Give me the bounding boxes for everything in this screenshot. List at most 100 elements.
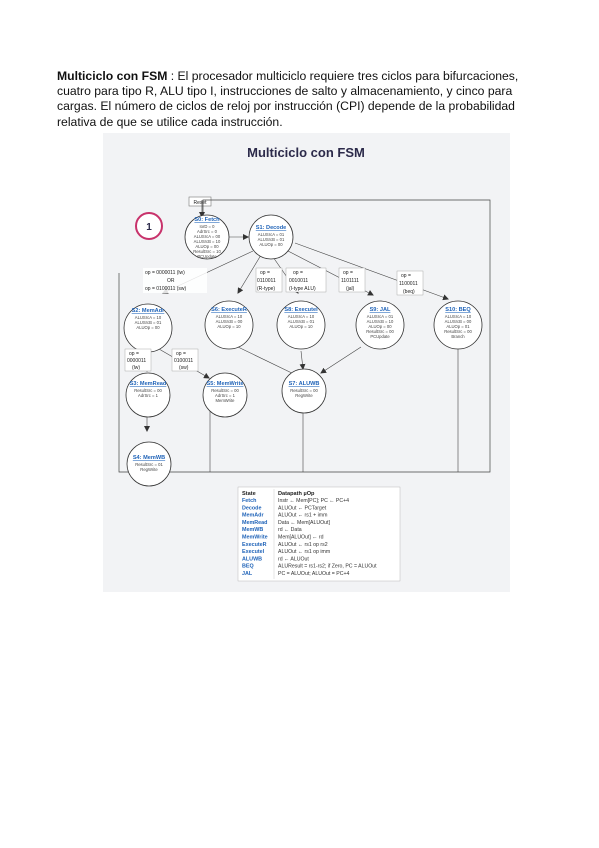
table-row-state: MemWB [242,527,263,533]
state-s10-name: S10: BEQ [445,307,471,313]
paragraph-bold-lead: Multiciclo con FSM [57,69,168,83]
svg-text:0110011: 0110011 [257,278,276,284]
table-header-state: State [242,491,256,497]
svg-text:ALUSrcB = 01: ALUSrcB = 01 [288,319,315,324]
state-s10: S10: BEQ ALUSrcA = 10 ALUSrcB = 00 ALUOp… [433,300,483,350]
svg-text:ALUOp = 00: ALUOp = 00 [259,242,283,247]
table-row-op: Data ← Mem[ALUOut] [278,520,330,526]
svg-text:OR: OR [167,278,175,284]
svg-text:op = 0100011 (sw): op = 0100011 (sw) [145,286,187,292]
svg-text:0010011: 0010011 [289,278,308,284]
table-row-state: ExecuteI [242,549,265,555]
state-s0: S0: Fetch IorD = 0 AdrSrc = 0 ALUSrcA = … [184,214,230,260]
intro-paragraph: Multiciclo con FSM : El procesador multi… [57,69,527,130]
svg-text:ALUSrcB = 00: ALUSrcB = 00 [445,319,472,324]
svg-text:ALUSrcA = 01: ALUSrcA = 01 [367,314,394,319]
svg-text:(I-type ALU): (I-type ALU) [289,286,316,292]
svg-text:ALUOp = 00: ALUOp = 00 [136,325,160,330]
svg-text:AdrSrc = 0: AdrSrc = 0 [197,229,218,234]
state-s8: S8: ExecuteI ALUSrcA = 10 ALUSrcB = 01 A… [276,300,326,350]
state-s5-name: S5: MemWrite [207,381,244,387]
svg-text:ALUSrcB = 00: ALUSrcB = 00 [216,319,243,324]
table-row-state: JAL [242,571,253,577]
state-s2: S2: MemAdr ALUSrcA = 10 ALUSrcB = 01 ALU… [123,303,173,353]
svg-text:PCUpdate: PCUpdate [370,334,390,339]
table-row-state: MemWrite [242,535,268,541]
microop-table: State Datapath µOp [237,486,401,582]
condition-labels: op = 0000011 (lw) OR op = 0100011 (sw) o… [124,267,424,372]
svg-text:ResultSrc = 00: ResultSrc = 00 [290,388,318,393]
fsm-diagram: Multiciclo con FSM 1 Reset S0: Fetch Ior… [118,145,491,582]
svg-text:PCUpdate: PCUpdate [197,254,217,259]
svg-text:ALUSrcA = 10: ALUSrcA = 10 [445,314,472,319]
svg-text:1100011: 1100011 [399,281,418,287]
table-row-state: ALUWB [242,556,262,562]
svg-text:0100011: 0100011 [174,358,193,364]
svg-text:ResultSrc = 00: ResultSrc = 00 [134,388,162,393]
svg-text:(beq): (beq) [403,289,415,295]
svg-text:ALUSrcA = 10: ALUSrcA = 10 [216,314,243,319]
reset-box [188,196,212,207]
svg-text:op =: op = [343,270,353,276]
table-header-op: Datapath µOp [278,491,315,497]
state-s1-name: S1: Decode [256,225,286,231]
svg-text:ResultSrc = 00: ResultSrc = 00 [366,329,394,334]
table-row-op: ALUOut ← PCTarget [278,505,327,511]
svg-text:ALUOp = 00: ALUOp = 00 [195,244,219,249]
state-s3: S3: MemRead ResultSrc = 00 AdrSrc = 1 [125,372,171,418]
svg-text:(R-type): (R-type) [257,286,275,292]
table-row-state: Decode [242,505,261,511]
state-s6-name: S6: ExecuteR [211,307,247,313]
svg-text:op =: op = [129,351,139,357]
state-s8-name: S8: ExecuteI [284,307,318,313]
paragraph-body: : El procesador multiciclo requiere tres… [57,69,519,129]
svg-text:ALUSrcB = 10: ALUSrcB = 10 [367,319,394,324]
state-s9-name: S9: JAL [370,307,391,313]
svg-text:1101111: 1101111 [341,278,359,284]
table-row-op: PC = ALUOut; ALUOut = PC+4 [278,571,349,577]
table-row-op: rd ← ALUOut [278,556,309,562]
table-row-op: ALUOut ← rs1 op imm [278,549,330,555]
state-s7: S7: ALUWB ResultSrc = 00 RegWrite [281,368,327,414]
table-row-op: ALUResult = rs1-rs2; if Zero, PC = ALUOu… [278,564,377,570]
figure-title: Multiciclo con FSM [247,145,365,160]
svg-text:AdrSrc = 1: AdrSrc = 1 [215,393,236,398]
svg-text:0000011: 0000011 [127,358,146,364]
svg-text:ALUOp = 10: ALUOp = 10 [217,324,241,329]
state-s0-name: S0: Fetch [194,217,220,223]
state-s4: S4: MemWB ResultSrc = 01 RegWrite [126,441,172,487]
step-badge-number: 1 [146,222,152,233]
svg-text:AdrSrc = 1: AdrSrc = 1 [138,393,159,398]
table-row-state: Fetch [242,498,256,504]
state-s9: S9: JAL ALUSrcA = 01 ALUSrcB = 10 ALUOp … [355,300,405,350]
svg-text:ALUOp = 01: ALUOp = 01 [446,324,470,329]
state-s6: S6: ExecuteR ALUSrcA = 10 ALUSrcB = 00 A… [204,300,254,350]
state-s7-name: S7: ALUWB [289,381,320,387]
state-s3-name: S3: MemRead [130,381,167,387]
reset-label: Reset [193,200,207,206]
svg-text:op =: op = [176,351,186,357]
svg-text:op =: op = [401,273,411,279]
svg-text:op = 0000011 (lw): op = 0000011 (lw) [145,270,185,276]
svg-text:op =: op = [293,270,303,276]
svg-text:ResultSrc = 01: ResultSrc = 01 [135,462,163,467]
svg-text:Branch: Branch [451,334,465,339]
table-row-state: ExecuteR [242,542,267,548]
state-s5: S5: MemWrite ResultSrc = 00 AdrSrc = 1 M… [202,372,248,418]
state-s2-name: S2: MemAdr [132,308,165,314]
svg-text:ALUSrcA = 01: ALUSrcA = 01 [258,232,285,237]
svg-text:(lw): (lw) [132,365,140,371]
return-loop [118,199,491,473]
svg-text:MemWrite: MemWrite [216,398,236,403]
state-s1: S1: Decode ALUSrcA = 01 ALUSrcB = 01 ALU… [248,214,294,260]
state-s4-name: S4: MemWB [133,455,165,461]
table-row-op: ALUOut ← rs1 op rs2 [278,542,328,548]
svg-text:RegWrite: RegWrite [295,393,313,398]
svg-text:ResultSrc = 00: ResultSrc = 00 [211,388,239,393]
svg-text:ALUSrcB = 10: ALUSrcB = 10 [194,239,221,244]
svg-text:ALUOp = 00: ALUOp = 00 [368,324,392,329]
svg-text:IorD = 0: IorD = 0 [199,224,215,229]
fsm-figure: Multiciclo con FSM 1 Reset S0: Fetch Ior… [103,133,510,592]
svg-text:ALUSrcA = 00: ALUSrcA = 00 [194,234,221,239]
